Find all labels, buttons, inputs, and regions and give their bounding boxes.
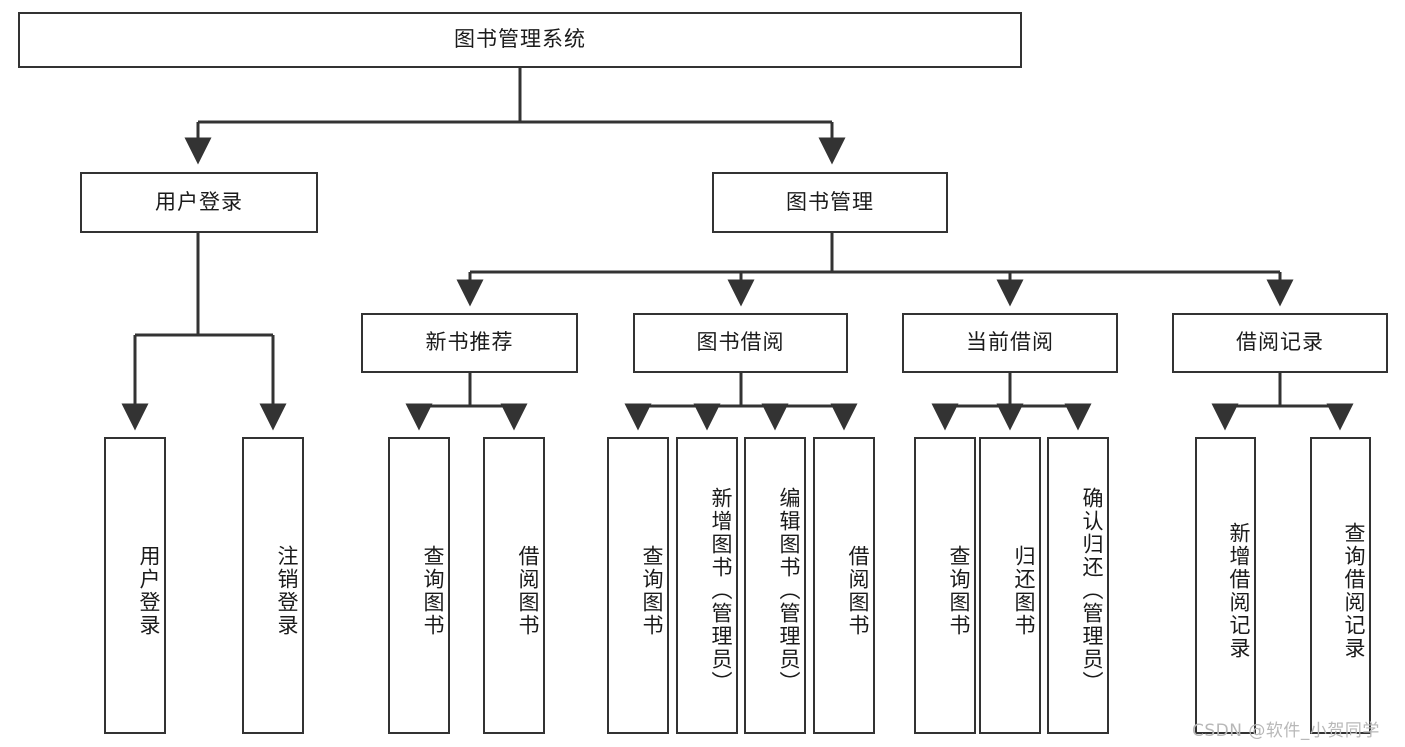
node-label: 查询图书	[421, 544, 445, 637]
leaf-add-borrow-record[interactable]: 新增借阅记录	[1195, 437, 1256, 734]
node-label: 新增借阅记录	[1227, 521, 1251, 660]
node-label: 查询图书	[947, 544, 971, 637]
leaf-edit-book[interactable]: 编辑图书（管理员）	[744, 437, 806, 734]
leaf-query-borrow-record[interactable]: 查询借阅记录	[1310, 437, 1371, 734]
node-book-borrow[interactable]: 图书借阅	[633, 313, 848, 373]
node-label: 图书管理	[786, 189, 874, 214]
leaf-confirm-return[interactable]: 确认归还（管理员）	[1047, 437, 1109, 734]
node-label: 借阅图书	[516, 544, 540, 637]
node-label: 用户登录	[137, 544, 161, 637]
csdn-watermark: CSDN @软件_小贺同学	[1192, 721, 1380, 741]
node-user-login[interactable]: 用户登录	[80, 172, 318, 233]
leaf-borrow-book-borrow[interactable]: 借阅图书	[813, 437, 875, 734]
node-label: 图书管理系统	[454, 27, 586, 52]
node-borrow-record[interactable]: 借阅记录	[1172, 313, 1388, 373]
node-label: 新增图书（管理员）	[709, 487, 733, 694]
node-new-book-recommend[interactable]: 新书推荐	[361, 313, 578, 373]
node-label: 查询图书	[640, 544, 664, 637]
node-label: 借阅图书	[846, 544, 870, 637]
node-label: 注销登录	[275, 544, 299, 637]
node-label: 借阅记录	[1236, 330, 1324, 355]
leaf-logout-login[interactable]: 注销登录	[242, 437, 304, 734]
node-label: 用户登录	[155, 189, 243, 214]
node-book-management-system[interactable]: 图书管理系统	[18, 12, 1022, 68]
node-book-management[interactable]: 图书管理	[712, 172, 948, 233]
leaf-query-book-borrow[interactable]: 查询图书	[607, 437, 669, 734]
leaf-query-book-current[interactable]: 查询图书	[914, 437, 976, 734]
node-label: 编辑图书（管理员）	[777, 487, 801, 694]
node-label: 新书推荐	[425, 330, 514, 355]
leaf-add-book[interactable]: 新增图书（管理员）	[676, 437, 738, 734]
node-label: 图书借阅	[696, 330, 785, 355]
leaf-return-book[interactable]: 归还图书	[979, 437, 1041, 734]
leaf-query-book-new[interactable]: 查询图书	[388, 437, 450, 734]
leaf-borrow-book-new[interactable]: 借阅图书	[483, 437, 545, 734]
leaf-user-login[interactable]: 用户登录	[104, 437, 166, 734]
node-label: 当前借阅	[966, 330, 1054, 355]
node-label: 归还图书	[1012, 544, 1036, 637]
node-label: 确认归还（管理员）	[1080, 487, 1104, 694]
node-current-borrow[interactable]: 当前借阅	[902, 313, 1118, 373]
node-label: 查询借阅记录	[1342, 521, 1366, 660]
